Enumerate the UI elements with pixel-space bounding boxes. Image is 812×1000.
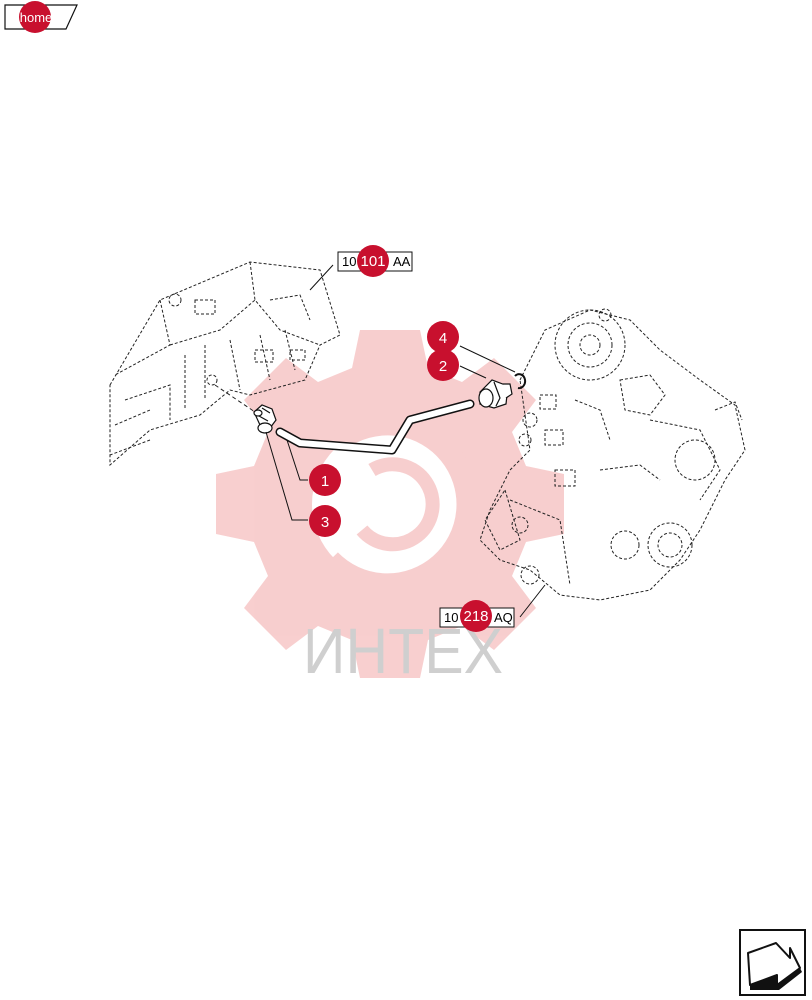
watermark-logo	[216, 330, 564, 678]
fuel-injection-pump	[479, 308, 746, 601]
mounting-bracket	[109, 261, 341, 467]
svg-text:4: 4	[439, 330, 447, 347]
home-label: home	[20, 10, 53, 25]
connector-fitting-right[interactable]	[478, 379, 513, 409]
svg-text:3: 3	[321, 514, 329, 531]
reference-tag-top[interactable]: 10 AA 101	[337, 245, 413, 277]
leader-lines	[265, 264, 546, 618]
reference-tag-bottom[interactable]: 10 AQ 218	[439, 600, 515, 632]
alignment-line	[214, 384, 256, 413]
o-ring[interactable]	[514, 373, 527, 390]
callout-2[interactable]: 2	[427, 349, 459, 381]
svg-text:AQ: AQ	[494, 610, 513, 625]
svg-text:1: 1	[321, 473, 329, 490]
reference-badge-top: 101	[360, 253, 385, 270]
fuel-pipe[interactable]	[275, 399, 475, 455]
callout-3[interactable]: 3	[309, 505, 341, 537]
home-button[interactable]: home	[4, 1, 78, 33]
next-page-button[interactable]	[739, 929, 806, 996]
reference-badge-bottom: 218	[463, 608, 488, 625]
banjo-fitting-left[interactable]	[253, 404, 277, 434]
svg-text:10: 10	[444, 610, 458, 625]
callout-1[interactable]: 1	[309, 464, 341, 496]
svg-text:AA: AA	[393, 254, 411, 269]
svg-text:10: 10	[342, 254, 356, 269]
svg-text:2: 2	[439, 358, 447, 375]
callout-4[interactable]: 4	[427, 321, 459, 353]
